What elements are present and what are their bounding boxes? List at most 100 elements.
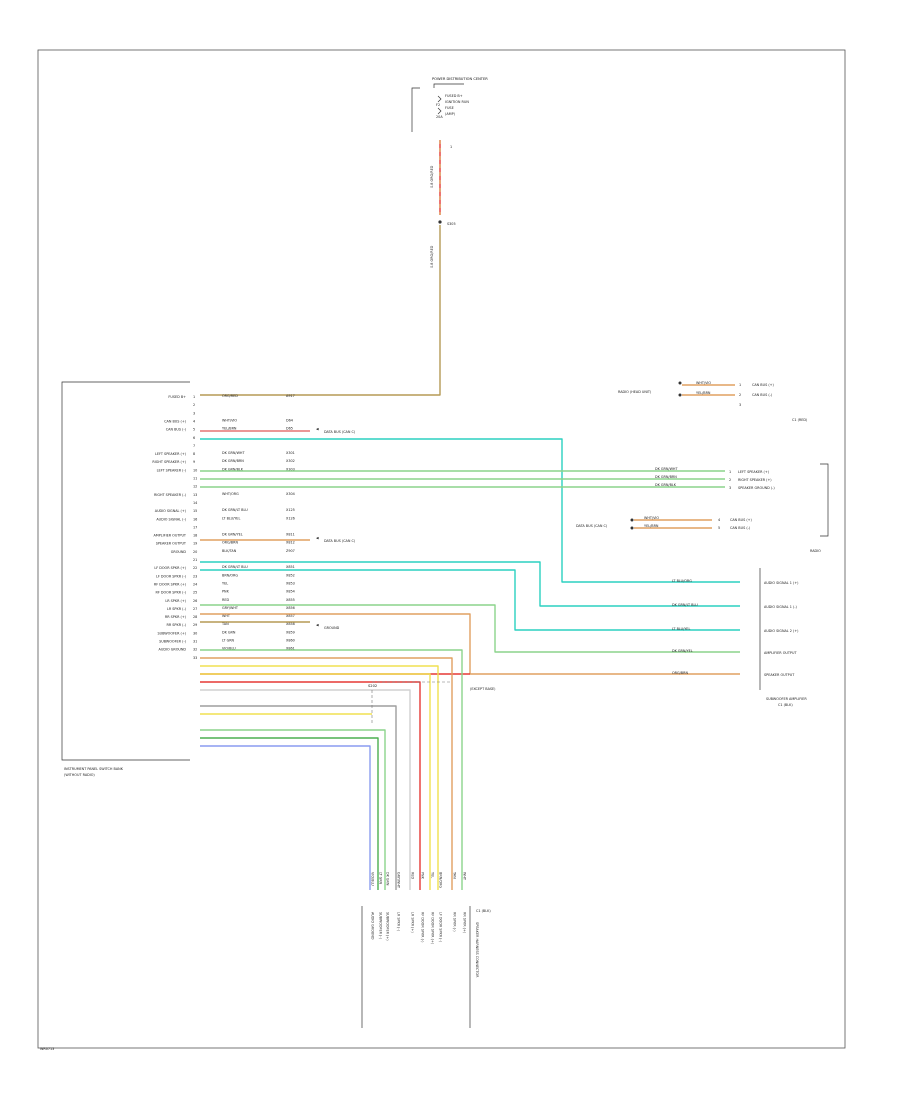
bottom-pin-label: RR SPKR (+) bbox=[463, 912, 467, 934]
amp-name: SUBWOOFER AMPLIFIER bbox=[766, 697, 807, 701]
right-mid-wire-2: DK GRN/BRN bbox=[655, 475, 677, 479]
module-pin-number: 33 bbox=[193, 656, 197, 660]
right-mid-wire-1: DK GRN/WHT bbox=[655, 467, 678, 471]
module-pin-label: LR SPKR (-) bbox=[167, 607, 187, 611]
bottom-wire-label: BRN/ORG bbox=[439, 872, 443, 888]
bottom-pin-label: SUBWOOFER (+) bbox=[386, 912, 390, 941]
bottom-wire-label: DK GRN bbox=[386, 872, 390, 886]
bottom-pin-label: AUDIO GROUND bbox=[371, 912, 375, 940]
module-pin-label: RF DOOR SPKR (-) bbox=[156, 591, 187, 595]
module-pin-label: LF DOOR SPKR (-) bbox=[156, 574, 187, 578]
module-pin-number: 21 bbox=[193, 558, 197, 562]
module-pin-number: 14 bbox=[193, 501, 197, 505]
feed-wire-label-upper: 0.8 ORG/RED bbox=[430, 165, 434, 188]
wire-pin25 bbox=[200, 673, 431, 890]
right-mid-sub-pin-2: 5 bbox=[718, 526, 720, 530]
wire-pin22 bbox=[200, 649, 463, 890]
amp-wire-1: LT BLU/ORG bbox=[672, 579, 692, 583]
pdc-circuit-2: IGNITION RUN bbox=[445, 100, 469, 104]
module-pin-label: RIGHT SPEAKER (+) bbox=[152, 460, 186, 464]
module-pin-label: SUBWOOFER (+) bbox=[157, 631, 186, 635]
module-pin-number: 13 bbox=[193, 493, 197, 497]
module-pin-circuit: A917 bbox=[286, 394, 295, 398]
bottom-wire-label: PNK bbox=[421, 872, 425, 880]
amp-connector: C1 (BLK) bbox=[778, 703, 793, 707]
amp-pin-5: SPEAKER OUTPUT bbox=[764, 673, 795, 677]
diagram-frame bbox=[37, 49, 846, 1049]
module-pin-circuit: Z907 bbox=[286, 549, 295, 553]
ref-label-2: DATA BUS (CAN C) bbox=[324, 539, 356, 543]
module-pin-label: AUDIO SIGNAL (-) bbox=[156, 517, 186, 521]
module-pin-number: 15 bbox=[193, 509, 197, 513]
module-pin-circuit: X853 bbox=[286, 581, 295, 585]
module-pin-circuit: X852 bbox=[286, 573, 295, 577]
bottom-wire-label: LT GRN bbox=[379, 872, 383, 885]
right-mid-sub-label-2: CAN BUS (-) bbox=[730, 526, 751, 530]
module-pin-label: LR SPKR (+) bbox=[165, 599, 186, 603]
pdc-circuit-1: FUSED B+ bbox=[445, 94, 463, 98]
amp-wire-4: DK GRN/YEL bbox=[672, 649, 693, 653]
module-pin-number: 6 bbox=[193, 436, 195, 440]
module-pin-label: CAN BUS (-) bbox=[166, 428, 187, 432]
module-pin-wire: LT BLU/YEL bbox=[222, 516, 240, 520]
ref-arrow-3: ◀ bbox=[316, 623, 319, 627]
bottom-title: SPEAKER HARNESS CONNECTOR bbox=[475, 922, 479, 978]
right-top-source: RADIO (HEAD UNIT) bbox=[618, 390, 652, 394]
module-pin-number: 17 bbox=[193, 525, 197, 529]
module-pin-circuit: D65 bbox=[286, 427, 293, 431]
module-pin-label: AUDIO SIGNAL (+) bbox=[155, 509, 187, 513]
bottom-pin-label: LR SPKR (-) bbox=[397, 912, 401, 932]
bottom-wire-label: VIO/BLU bbox=[371, 872, 375, 886]
module-pin-number: 16 bbox=[193, 517, 197, 521]
module-pin-number: 23 bbox=[193, 574, 197, 578]
module-pin-number: 8 bbox=[193, 452, 195, 456]
module-pin-number: 29 bbox=[193, 623, 197, 627]
splice-dot bbox=[438, 220, 442, 224]
module-pin-wire: ORG/RED bbox=[222, 394, 238, 398]
right-mid-wire-3: DK GRN/BLK bbox=[655, 483, 677, 487]
module-pin-wire: DK GRN/LT BLU bbox=[222, 508, 248, 512]
wire-pin16 bbox=[200, 569, 740, 631]
module-pin-label: FUSED B+ bbox=[168, 395, 186, 399]
module-pin-wire: VIO/BLU bbox=[222, 647, 236, 651]
module-pin-number: 5 bbox=[193, 428, 195, 432]
bottom-pin-label: SUBWOOFER (-) bbox=[379, 912, 383, 940]
right-mid-label-3: SPEAKER GROUND (-) bbox=[738, 486, 775, 490]
module-pin-circuit: X855 bbox=[286, 598, 295, 602]
module-pin-wire: GRY/WHT bbox=[222, 606, 239, 610]
module-pin-number: 26 bbox=[193, 599, 197, 603]
module-pin-label: AUDIO GROUND bbox=[159, 648, 187, 652]
wire-pin30 bbox=[200, 729, 386, 890]
bottom-wire-label: TAN bbox=[453, 871, 457, 879]
right-mid-label-2: RIGHT SPEAKER (+) bbox=[738, 478, 772, 482]
right-top-connector: C1 (RED) bbox=[792, 418, 808, 422]
module-pin-wire: BRN/ORG bbox=[222, 573, 238, 577]
wire-pin5-cyan bbox=[200, 438, 740, 583]
module-pin-circuit: X302 bbox=[286, 459, 295, 463]
pdc-circuit-3: FUSE bbox=[445, 106, 454, 110]
feed-wire-label-lower: 0.8 ORG/RED bbox=[430, 245, 434, 268]
amp-pin-1: AUDIO SIGNAL 1 (+) bbox=[764, 581, 799, 585]
module-pin-number: 22 bbox=[193, 566, 197, 570]
right-mid-sub-wire-2: YEL/BRN bbox=[644, 524, 659, 528]
module-pin-number: 9 bbox=[193, 460, 195, 464]
module-pin-circuit: D64 bbox=[286, 418, 293, 422]
module-pin-number: 28 bbox=[193, 615, 197, 619]
module-pin-circuit: X854 bbox=[286, 590, 295, 594]
bottom-wire-label: RED bbox=[411, 872, 415, 879]
module-pin-circuit: X860 bbox=[286, 639, 295, 643]
right-mid-source: DATA BUS (CAN C) bbox=[576, 524, 608, 528]
right-mid-sub-wire-1: WHT/VIO bbox=[644, 516, 659, 520]
module-pin-wire: LT GRN bbox=[222, 639, 235, 643]
module-pin-label: RIGHT SPEAKER (-) bbox=[154, 493, 187, 497]
right-mid-pin-3: 3 bbox=[729, 486, 731, 490]
wire-pin26 bbox=[200, 681, 421, 890]
right-mid-sub-pin-1: 4 bbox=[718, 518, 720, 522]
module-pin-wire: DK GRN/WHT bbox=[222, 451, 245, 455]
module-pin-circuit: X856 bbox=[286, 606, 295, 610]
module-pin-number: 30 bbox=[193, 631, 197, 635]
pdc-circuit-4: (AMP) bbox=[445, 112, 456, 116]
module-pin-number: 27 bbox=[193, 607, 197, 611]
bottom-pin-label: RF DOOR SPKR (-) bbox=[421, 912, 425, 943]
